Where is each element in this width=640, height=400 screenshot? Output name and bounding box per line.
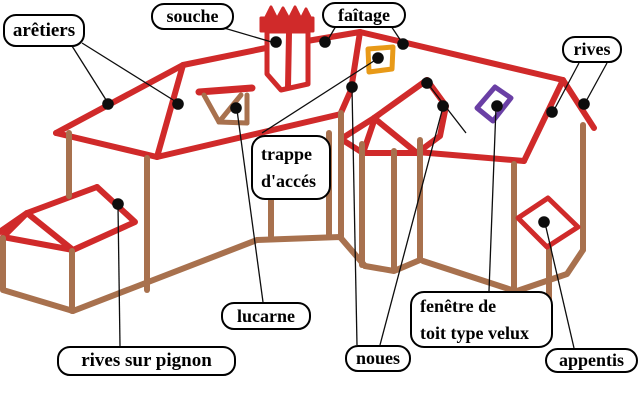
wing-gable-left-edge xyxy=(371,77,430,121)
dormer-inner-edge xyxy=(216,92,244,125)
right-rive-front xyxy=(521,77,566,164)
leader-noues-2 xyxy=(379,106,444,346)
main-ridge-left xyxy=(180,45,269,68)
leader-aretiers-2 xyxy=(81,42,179,104)
dot-aretier-front xyxy=(172,98,184,110)
dot-trappe xyxy=(372,52,384,64)
label-fenetre-velux: fenêtre de toit type velux xyxy=(410,291,553,348)
wing-roof-plane xyxy=(371,77,449,156)
label-appentis: appentis xyxy=(545,348,638,373)
leanto-hip-edge xyxy=(24,210,76,253)
wall-front-bottom xyxy=(70,237,260,314)
dot-appentis xyxy=(538,216,550,228)
leader-souche xyxy=(223,27,276,44)
dot-lucarne xyxy=(230,102,242,114)
dot-wing-apex xyxy=(421,77,433,89)
dormer-left-wall xyxy=(201,92,222,125)
wing-left-wall-bottom xyxy=(254,234,368,269)
valley-line-left xyxy=(337,29,363,118)
label-rives: rives xyxy=(562,36,622,63)
leader-velux xyxy=(488,106,497,292)
wing-gable-triangle xyxy=(338,115,378,156)
dormer-bottom xyxy=(216,119,250,126)
leader-rives-sur-pignon xyxy=(117,205,121,347)
right-wall-bottom xyxy=(511,247,586,295)
leader-rives-1 xyxy=(552,62,580,113)
leanto-wall-left xyxy=(0,235,76,314)
left-gable-eave xyxy=(53,130,160,160)
dot-rive-front xyxy=(546,106,558,118)
chimney-spikes xyxy=(263,5,313,21)
dot-rive-pignon xyxy=(112,198,124,210)
dot-aretier-left xyxy=(102,98,114,110)
leader-aretiers-1 xyxy=(71,45,109,104)
dot-noue-right xyxy=(437,100,449,112)
wing-front-bottom xyxy=(362,257,423,274)
dot-souche xyxy=(270,36,282,48)
front-eave-left xyxy=(154,111,344,160)
label-faitage: faîtage xyxy=(322,2,406,28)
leader-rives-2 xyxy=(583,62,608,106)
main-ridge-mid xyxy=(304,29,363,44)
dot-velux xyxy=(491,100,503,112)
aretier-front-hip xyxy=(154,62,186,160)
dormer-roof-cap xyxy=(195,84,256,96)
leanto-roof-right xyxy=(70,184,138,253)
label-trappe-dacces: trappe d'accés xyxy=(251,135,331,200)
leader-lucarne xyxy=(236,109,264,303)
label-aretiers: arêtiers xyxy=(3,14,85,47)
right-front-eave xyxy=(414,149,527,164)
wing-right-bottom xyxy=(420,258,521,295)
aretier-left-hip xyxy=(53,62,186,136)
dot-rive-back xyxy=(578,98,590,110)
label-rives-sur-pignon: rives sur pignon xyxy=(57,346,236,376)
leader-appentis xyxy=(544,222,575,349)
chimney-crown xyxy=(259,16,315,33)
leader-noues-1 xyxy=(351,87,358,346)
label-noues: noues xyxy=(345,345,411,372)
chimney-flue-divider xyxy=(285,30,292,90)
dot-noue-left xyxy=(346,81,358,93)
label-lucarne: lucarne xyxy=(221,302,311,330)
leader-trappe xyxy=(261,58,378,134)
right-wing-ridge xyxy=(357,29,566,83)
dot-faitage-right xyxy=(397,38,409,50)
dot-faitage-left xyxy=(319,36,331,48)
label-souche: souche xyxy=(151,3,234,30)
